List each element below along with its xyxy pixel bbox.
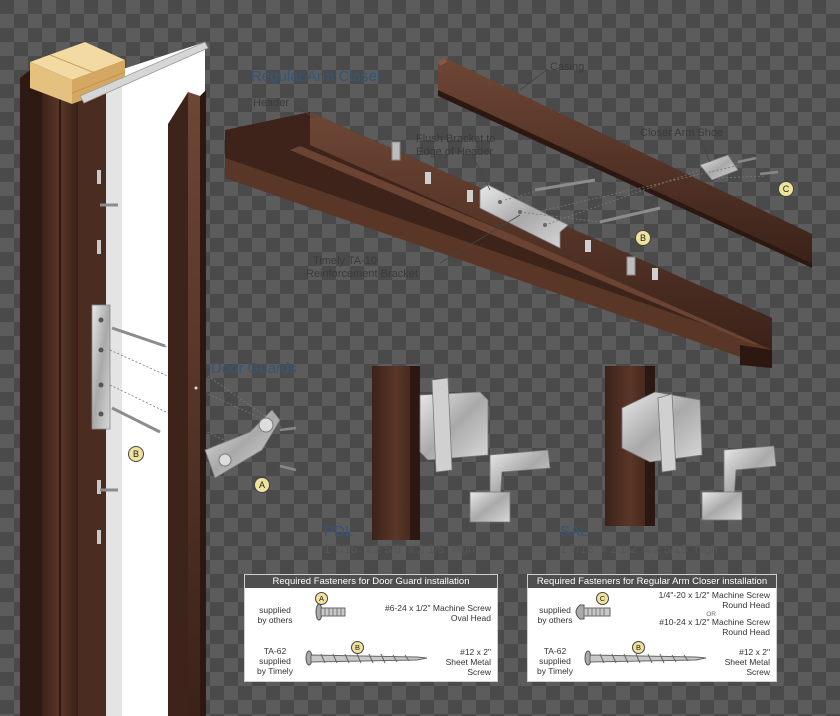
pdl-closer xyxy=(372,366,551,540)
header-screws xyxy=(534,178,661,224)
dg-row2-desc-1: #12 x 2" xyxy=(460,647,491,657)
sal-closer xyxy=(605,366,777,526)
casing xyxy=(438,58,812,268)
leader-lines xyxy=(297,68,711,264)
dg-row2-supplier-2: supplied xyxy=(259,656,291,666)
label-closer-arm-shoe: Closer Arm Shoe xyxy=(640,127,724,139)
label-reinforcement-1: Timely TA-10 xyxy=(313,255,377,267)
ac-row2-supplier-1: TA-62 xyxy=(543,646,567,656)
ac-row1-desc-3: #10-24 x 1/2" Machine Screw xyxy=(659,617,770,627)
ac-row2-supplier-2: supplied xyxy=(539,656,571,666)
model-sal-size: 1 7/16" x 2 1/2" x 2 5/16" high xyxy=(560,542,718,556)
dg-row1-desc-1: #6-24 x 1/2" Machine Screw xyxy=(384,603,491,613)
fasteners-arm-closer-card: Required Fasteners for Regular Arm Close… xyxy=(527,574,777,682)
ac-row2-desc-3: Screw xyxy=(746,667,770,677)
model-pdl-size: 1 7/16" x 2 5/8" x 2 1/8" high xyxy=(324,542,475,556)
ac-row2-desc-2: Sheet Metal xyxy=(724,657,770,667)
ac-row2-desc-1: #12 x 2" xyxy=(739,647,770,657)
label-flush-bracket-1: Flush Bracket to xyxy=(416,133,496,145)
ac-row1-supplier-2: by others xyxy=(537,615,573,625)
strike-plate xyxy=(91,304,111,430)
dashed-guides-header xyxy=(504,164,766,226)
ac-row2-badge: B xyxy=(632,641,645,654)
wall-shadow xyxy=(105,70,122,716)
fasteners-door-guard-card: Required Fasteners for Door Guard instal… xyxy=(244,574,498,682)
label-header: Header xyxy=(253,97,290,109)
fasteners-arm-closer-heading: Required Fasteners for Regular Arm Close… xyxy=(528,575,776,588)
dg-row1-badge: A xyxy=(315,592,328,605)
machine-screw-icon xyxy=(315,603,346,621)
label-reinforcement-2: Reinforcement Bracket xyxy=(306,268,418,280)
dg-row2-supplier-1: TA-62 xyxy=(263,646,287,656)
door-stop xyxy=(168,90,206,716)
ac-row1-desc-1: 1/4"-20 x 1/2" Machine Screw xyxy=(658,590,770,600)
jamb-screws xyxy=(100,203,166,492)
model-pdl-name: PDL xyxy=(324,523,354,540)
dg-row1-supplier-2: by others xyxy=(257,615,293,625)
ac-row2-supplier-3: by Timely xyxy=(537,666,573,676)
ac-row1-desc-2: Round Head xyxy=(722,600,770,610)
door-guard xyxy=(204,409,297,479)
dg-row1-supplier-1: supplied xyxy=(259,605,291,615)
sheet-metal-screw-icon xyxy=(305,650,428,666)
dg-row2-supplier-3: by Timely xyxy=(257,666,293,676)
ac-row1-or: OR xyxy=(706,611,716,618)
wood-stud xyxy=(30,42,126,104)
callout-b-jamb: B xyxy=(128,446,144,462)
model-sal-name: SAL xyxy=(560,523,589,540)
label-flush-bracket-2: Edge of Header xyxy=(416,146,494,158)
callout-a-guard: A xyxy=(254,477,270,493)
callout-b-header: B xyxy=(635,230,651,246)
callout-c-casing: C xyxy=(778,181,794,197)
ac-row1-desc-4: Round Head xyxy=(722,627,770,637)
round-head-screw-icon xyxy=(575,604,611,620)
header-assembly xyxy=(225,112,772,368)
title-regular-arm-closer: Regular Arm Closer xyxy=(251,68,382,85)
label-casing: Casing xyxy=(550,61,585,73)
dg-row2-desc-2: Sheet Metal xyxy=(445,657,491,667)
dg-row2-badge: B xyxy=(351,641,364,654)
left-jamb xyxy=(20,60,106,716)
head-strip xyxy=(79,41,209,104)
closer-arm-shoe xyxy=(699,154,779,181)
ac-row1-supplier-1: supplied xyxy=(539,605,571,615)
ac-row1-badge: C xyxy=(596,592,609,605)
fastener-art-ac xyxy=(575,604,707,666)
dg-row2-desc-3: Screw xyxy=(467,667,491,677)
dg-row1-desc-2: Oval Head xyxy=(450,613,491,623)
fasteners-door-guard-heading: Required Fasteners for Door Guard instal… xyxy=(245,575,497,588)
label-door-guards: Door Guards xyxy=(211,360,297,377)
fastener-art-dg xyxy=(305,603,428,666)
sheet-metal-screw-icon xyxy=(584,650,707,666)
